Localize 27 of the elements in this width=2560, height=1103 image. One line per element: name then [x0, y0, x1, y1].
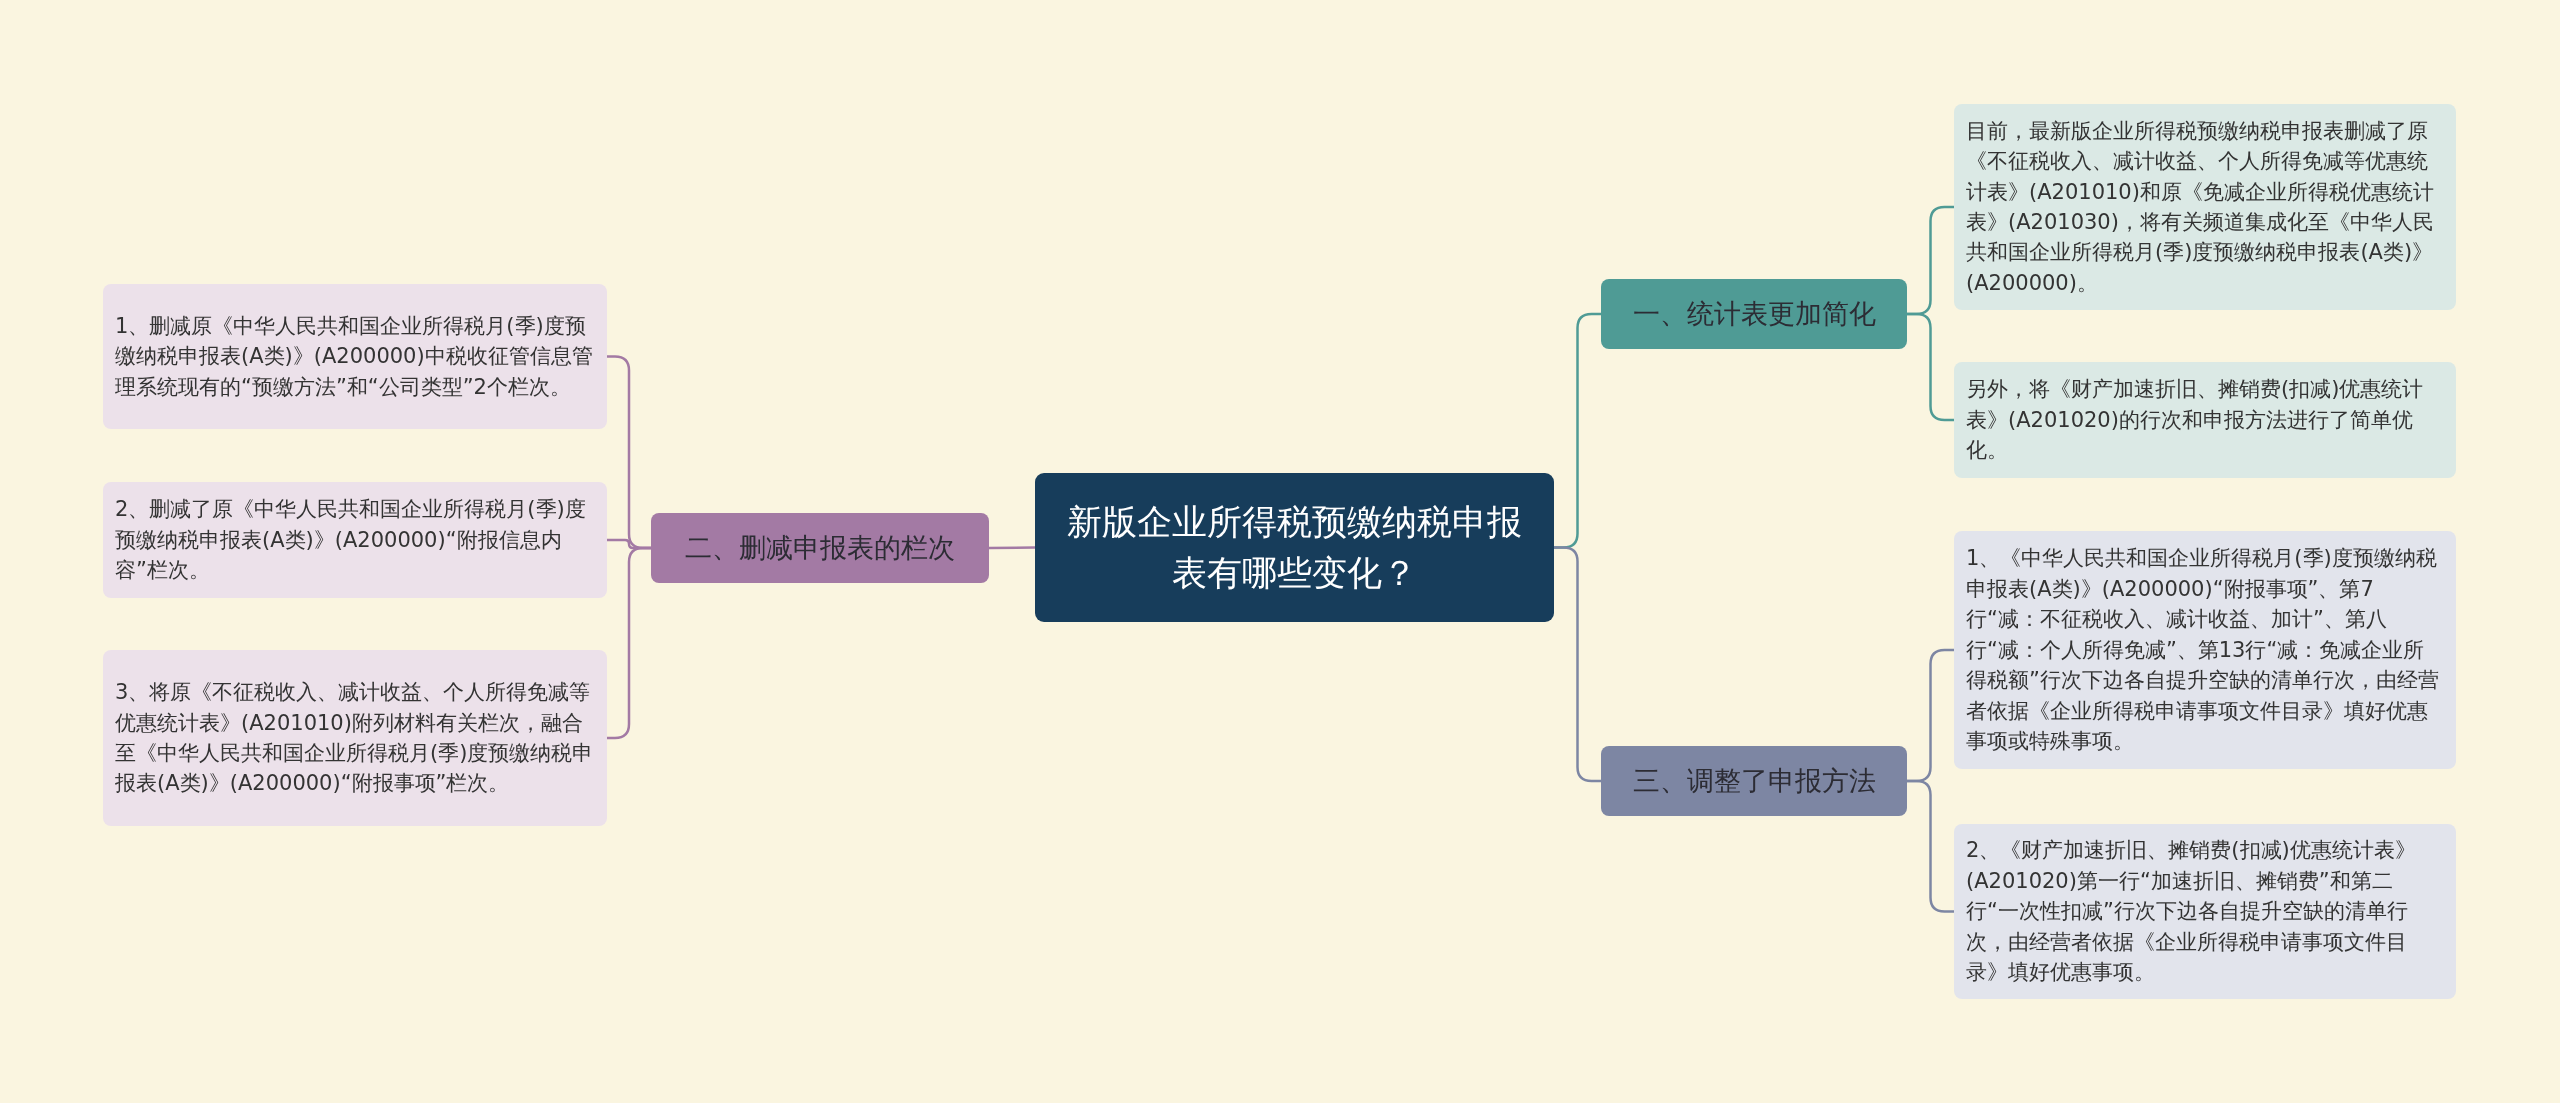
- topic-text: 目前，最新版企业所得税预缴纳税申报表删减了原《不征税收入、减计收益、个人所得免减等优惠统计表》(A201010)和原《免减企业所得税优惠统计表》(A201030)，将有关频道集成化至《中华人民共和国企业所得税月(季)度预缴纳税申报表(A类)》(A200000)。: [1966, 117, 2435, 297]
- branch-topic-box: [1601, 746, 1907, 816]
- detail-note-box: [103, 284, 607, 429]
- topic-text: 一、统计表更加简化: [1632, 297, 1876, 331]
- topic-text: 2、《财产加速折旧、摊销费(扣减)优惠统计表》(A201020)第一行“加速折旧、摊销费”和第二行“一次性扣减”行次下边各自提升空缺的清单行次，由经营者依据《企业所得税申请事项文件目录》填好优惠事项。: [1966, 837, 2417, 987]
- connector-line: [607, 546, 651, 740]
- connector-line: [989, 546, 1035, 550]
- topic-text: 2、删减了原《中华人民共和国企业所得税月(季)度预缴纳税申报表(A类)》(A200000)“附报信息内容”栏次。: [115, 496, 587, 585]
- topic-text: 三、调整了申报方法: [1632, 764, 1876, 798]
- branch-topic-box: [651, 513, 989, 583]
- detail-note-box: [1954, 531, 2456, 769]
- detail-note-box: [103, 482, 607, 598]
- connector-line: [1907, 312, 1954, 422]
- detail-note-box: [1954, 824, 2456, 999]
- topic-text: 新版企业所得税预缴纳税申报表有哪些变化？: [1066, 500, 1523, 595]
- detail-note-box: [1954, 104, 2456, 310]
- connector-line: [1907, 779, 1954, 913]
- detail-note-box: [1954, 362, 2456, 478]
- topic-text: 3、将原《不征税收入、减计收益、个人所得免减等优惠统计表》(A201010)附列材料有关栏次，融合至《中华人民共和国企业所得税月(季)度预缴纳税申报表(A类)》(A200000)“附报事项”栏次。: [115, 679, 595, 798]
- topic-text: 二、删减申报表的栏次: [685, 531, 955, 565]
- topic-text: 1、《中华人民共和国企业所得税月(季)度预缴纳税申报表(A类)》(A200000)“附报事项”、第7行“减：不征税收入、减计收益、加计”、第八行“减：个人所得免减”、第13行“减：免减企业所得税额”行次下边各自提升空缺的清单行次，由经营者依据《企业所得税申请事项文件目录》填好优惠事项或特殊事项。: [1966, 545, 2440, 756]
- connector-line: [1554, 546, 1601, 783]
- topic-text: 1、删减原《中华人民共和国企业所得税月(季)度预缴纳税申报表(A类)》(A200000)中税收征管信息管理系统现有的“预缴方法”和“公司类型”2个栏次。: [115, 312, 594, 401]
- detail-note-box: [103, 650, 607, 826]
- branch-topic-box: [1601, 279, 1907, 349]
- root-topic-box: [1035, 473, 1554, 622]
- topic-text: 另外，将《财产加速折旧、摊销费(扣减)优惠统计表》(A201020)的行次和申报方法进行了简单优化。: [1966, 376, 2425, 465]
